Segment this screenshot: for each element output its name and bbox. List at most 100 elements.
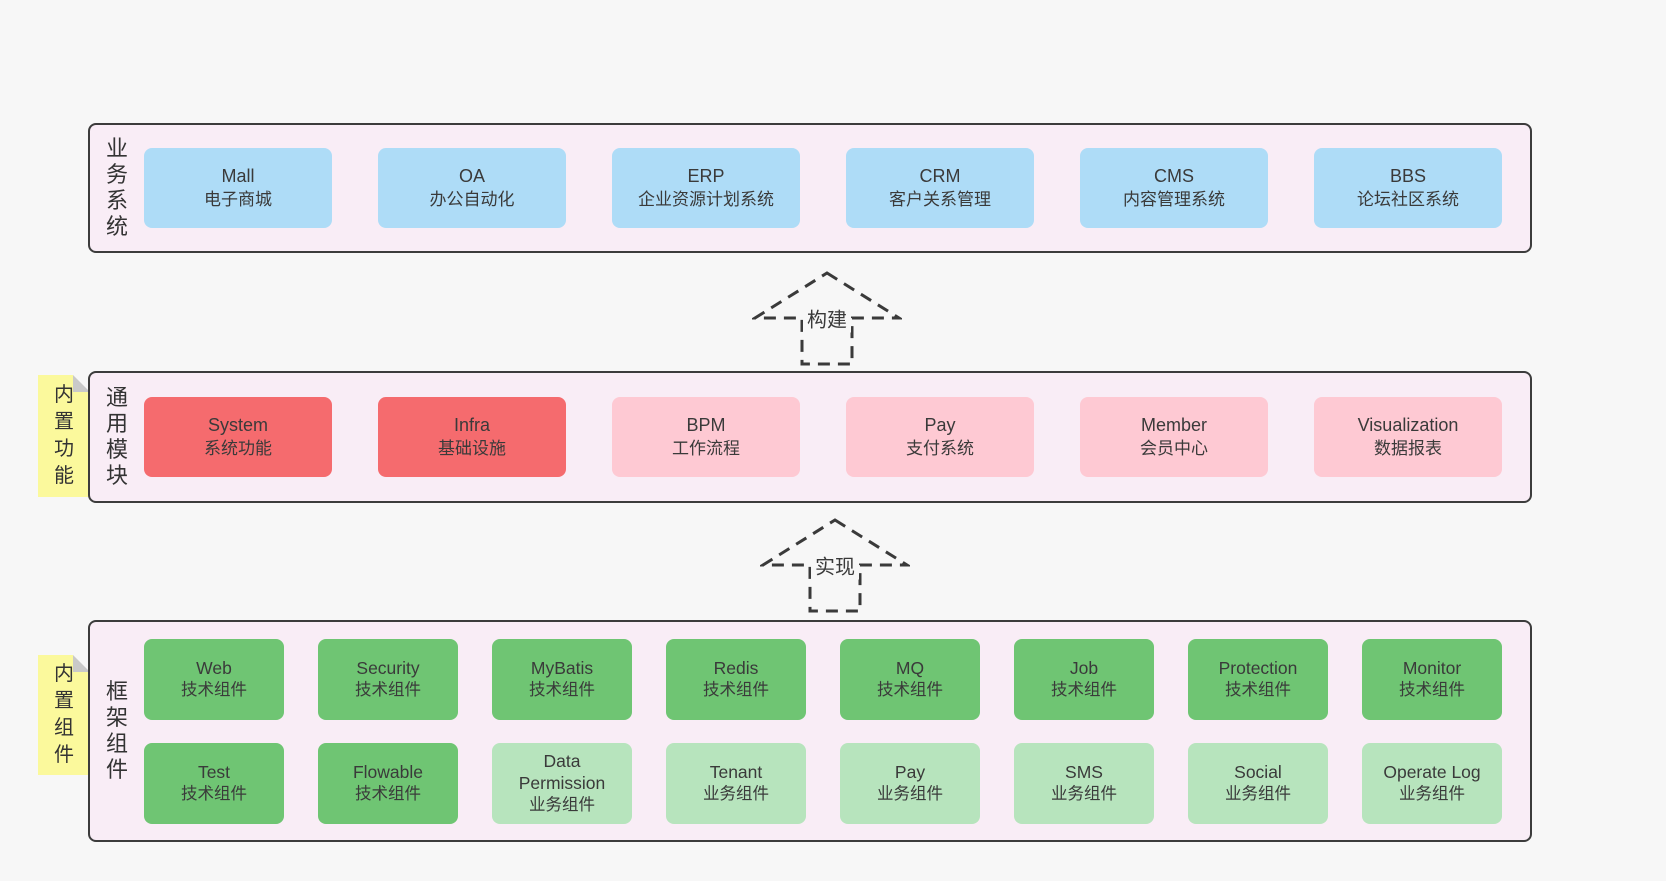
band-common-modules-rows: System 系统功能 Infra 基础设施 BPM 工作流程 Pay 支付系统…	[144, 373, 1502, 501]
module-desc: 系统功能	[204, 438, 272, 458]
module-box: Tenant 业务组件	[666, 742, 806, 824]
module-name: Web	[196, 657, 232, 678]
module-name: Operate Log	[1383, 761, 1481, 782]
module-name: ERP	[687, 166, 725, 187]
module-desc: 技术组件	[703, 680, 769, 699]
arrow-build-label: 构建	[803, 303, 851, 333]
module-desc: 基础设施	[438, 438, 506, 458]
module-name: Mall	[221, 166, 255, 187]
module-box: Redis 技术组件	[666, 638, 806, 720]
module-desc: 企业资源计划系统	[638, 189, 774, 209]
band-framework-components-label: 框架组件	[105, 679, 128, 782]
arrow-build: 构建	[752, 270, 902, 367]
module-box: Web 技术组件	[144, 638, 284, 720]
module-box: CMS 内容管理系统	[1080, 148, 1268, 228]
sticky-tab-built-in-components: 内置组件	[38, 655, 90, 775]
band-business-systems-label: 业务系统	[105, 136, 128, 239]
module-name: Test	[197, 761, 231, 782]
module-desc: 技术组件	[181, 784, 247, 803]
module-desc: 技术组件	[1225, 680, 1291, 699]
module-row: Test 技术组件 Flowable 技术组件 Data Permission …	[144, 742, 1502, 824]
module-box: OA 办公自动化	[378, 148, 566, 228]
band-business-systems: 业务系统 Mall 电子商城 OA 办公自动化 ERP 企业资源计划系统 CRM…	[88, 123, 1532, 253]
module-desc: 技术组件	[355, 784, 421, 803]
module-desc: 业务组件	[1051, 784, 1117, 803]
module-desc: 技术组件	[181, 680, 247, 699]
module-name: Member	[1140, 415, 1207, 436]
up-block-arrow-icon	[752, 271, 902, 366]
module-desc: 会员中心	[1140, 438, 1208, 458]
module-name: Job	[1069, 657, 1099, 678]
module-box: Security 技术组件	[318, 638, 458, 720]
module-name: Data Permission	[518, 750, 606, 794]
sticky-tab-built-in-features: 内置功能	[38, 375, 90, 497]
sticky-tab-built-in-features-label: 内置功能	[54, 384, 74, 487]
module-desc: 办公自动化	[429, 189, 515, 209]
module-row: Web 技术组件 Security 技术组件 MyBatis 技术组件 Redi…	[144, 638, 1502, 720]
module-desc: 技术组件	[1399, 680, 1465, 699]
module-desc: 工作流程	[672, 438, 740, 458]
up-block-arrow-icon	[760, 518, 910, 613]
module-box: SMS 业务组件	[1014, 742, 1154, 824]
sticky-tab-built-in-components-label: 内置组件	[54, 663, 74, 766]
module-box: CRM 客户关系管理	[846, 148, 1034, 228]
module-desc: 业务组件	[877, 784, 943, 803]
band-framework-components: 框架组件 Web 技术组件 Security 技术组件 MyBatis 技术组件…	[88, 620, 1532, 842]
module-box: Job 技术组件	[1014, 638, 1154, 720]
module-desc: 技术组件	[1051, 680, 1117, 699]
module-desc: 业务组件	[529, 796, 595, 815]
module-name: Redis	[713, 657, 759, 678]
module-box: Pay 业务组件	[840, 742, 980, 824]
module-name: Monitor	[1402, 657, 1462, 678]
module-name: BPM	[686, 415, 726, 436]
band-business-systems-rows: Mall 电子商城 OA 办公自动化 ERP 企业资源计划系统 CRM 客户关系…	[144, 125, 1502, 251]
module-desc: 技术组件	[529, 680, 595, 699]
module-desc: 数据报表	[1374, 438, 1442, 458]
module-box: Member 会员中心	[1080, 397, 1268, 477]
module-box: Infra 基础设施	[378, 397, 566, 477]
module-box: Protection 技术组件	[1188, 638, 1328, 720]
module-box: Visualization 数据报表	[1314, 397, 1502, 477]
module-desc: 技术组件	[877, 680, 943, 699]
module-box: Flowable 技术组件	[318, 742, 458, 824]
module-desc: 论坛社区系统	[1357, 189, 1459, 209]
module-name: Social	[1234, 761, 1282, 782]
module-box: MyBatis 技术组件	[492, 638, 632, 720]
band-common-modules: 通用模块 System 系统功能 Infra 基础设施 BPM 工作流程 Pay…	[88, 371, 1532, 503]
module-name: Visualization	[1357, 415, 1459, 436]
module-name: Infra	[453, 415, 491, 436]
module-box: BPM 工作流程	[612, 397, 800, 477]
module-row: System 系统功能 Infra 基础设施 BPM 工作流程 Pay 支付系统…	[144, 397, 1502, 477]
module-name: MyBatis	[530, 657, 594, 678]
module-name: CMS	[1154, 166, 1194, 187]
module-name: CRM	[919, 166, 961, 187]
module-name: Security	[356, 657, 420, 678]
module-desc: 客户关系管理	[889, 189, 991, 209]
module-box: Pay 支付系统	[846, 397, 1034, 477]
module-name: System	[207, 415, 268, 436]
arrow-implement: 实现	[760, 517, 910, 614]
module-box: Monitor 技术组件	[1362, 638, 1502, 720]
module-box: ERP 企业资源计划系统	[612, 148, 800, 228]
module-desc: 支付系统	[906, 438, 974, 458]
module-desc: 业务组件	[1399, 784, 1465, 803]
module-name: Tenant	[709, 761, 763, 782]
module-box: MQ 技术组件	[840, 638, 980, 720]
band-framework-components-rows: Web 技术组件 Security 技术组件 MyBatis 技术组件 Redi…	[144, 622, 1502, 840]
module-name: Protection	[1218, 657, 1298, 678]
module-box: System 系统功能	[144, 397, 332, 477]
module-desc: 内容管理系统	[1123, 189, 1225, 209]
module-box: Operate Log 业务组件	[1362, 742, 1502, 824]
module-name: BBS	[1389, 166, 1427, 187]
module-box: Test 技术组件	[144, 742, 284, 824]
module-desc: 业务组件	[703, 784, 769, 803]
module-name: Flowable	[352, 761, 424, 782]
module-box: BBS 论坛社区系统	[1314, 148, 1502, 228]
module-name: Pay	[924, 415, 956, 436]
module-desc: 业务组件	[1225, 784, 1291, 803]
module-name: SMS	[1065, 761, 1103, 782]
band-common-modules-label: 通用模块	[105, 385, 128, 488]
module-row: Mall 电子商城 OA 办公自动化 ERP 企业资源计划系统 CRM 客户关系…	[144, 148, 1502, 228]
arrow-implement-label: 实现	[811, 550, 859, 580]
